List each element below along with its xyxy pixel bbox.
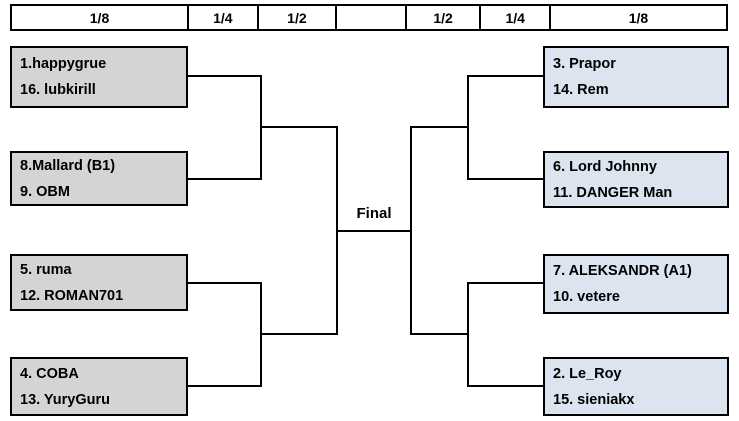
match-box-left-1[interactable]: 1.happygrue 16. lubkirill (10, 46, 188, 108)
competitor-name: 2. Le_Roy (553, 365, 622, 382)
competitor-name: 14. Rem (553, 82, 609, 98)
competitor-name: 9. OBM (20, 183, 70, 200)
competitor-name: 6. Lord Johnny (553, 158, 657, 175)
competitor-name: 13. YuryGuru (20, 391, 110, 408)
connector-right-q1-top (467, 75, 545, 77)
connector-right-q2-top (467, 282, 545, 284)
competitor-name: 10. vetere (553, 289, 620, 305)
connector-right-q2-out (410, 333, 469, 335)
connector-left-q1-top (186, 75, 262, 77)
competitor-name: 8.Mallard (B1) (20, 157, 116, 174)
connector-right-semi-vert (410, 126, 412, 335)
match-box-right-1[interactable]: 3. Prapor 14. Rem (543, 46, 729, 108)
round-header-semi-left: 1/2 (256, 6, 336, 29)
round-header-eighth-left: 1/8 (89, 9, 110, 26)
competitor-name: 11. DANGER Man (553, 184, 673, 201)
round-header-final (335, 6, 405, 29)
match-box-right-3[interactable]: 7. ALEKSANDR (A1) 10. vetere (543, 254, 729, 314)
match-box-left-4[interactable]: 4. COBA 13. YuryGuru (10, 357, 188, 416)
competitor-name: 4. COBA (20, 365, 79, 382)
round-header-quarter-left: 1/4 (187, 6, 257, 29)
competitor-name: 16. lubkirill (20, 82, 96, 98)
connector-right-q1-bottom (467, 178, 545, 180)
connector-left-semi-out (336, 230, 412, 232)
final-label: Final (356, 205, 392, 222)
competitor-name: 12. ROMAN701 (20, 287, 124, 304)
round-header-quarter-right: 1/4 (479, 6, 549, 29)
competitor-name: 15. sieniakx (553, 391, 635, 408)
competitor-name: 7. ALEKSANDR (A1) (553, 263, 692, 279)
competitor-name: 3. Prapor (553, 56, 616, 72)
match-box-left-3[interactable]: 5. ruma 12. ROMAN701 (10, 254, 188, 311)
connector-left-q2-top (186, 282, 262, 284)
connector-left-q2-out (260, 333, 338, 335)
match-box-right-2[interactable]: 6. Lord Johnny 11. DANGER Man (543, 151, 729, 208)
competitor-name: 1.happygrue (20, 56, 107, 72)
match-box-right-4[interactable]: 2. Le_Roy 15. sieniakx (543, 357, 729, 416)
match-box-left-2[interactable]: 8.Mallard (B1) 9. OBM (10, 151, 188, 206)
competitor-name: 5. ruma (20, 261, 72, 278)
round-header-eighth-right: 1/8 (548, 6, 726, 29)
round-header-row: 1/8 1/4 1/2 1/2 1/4 1/8 (10, 4, 728, 31)
connector-right-q1-out (410, 126, 469, 128)
connector-left-q1-out (260, 126, 338, 128)
connector-right-q2-bottom (467, 385, 545, 387)
connector-left-q1-bottom (186, 178, 262, 180)
connector-left-q2-bottom (186, 385, 262, 387)
round-header-semi-right: 1/2 (404, 6, 480, 29)
